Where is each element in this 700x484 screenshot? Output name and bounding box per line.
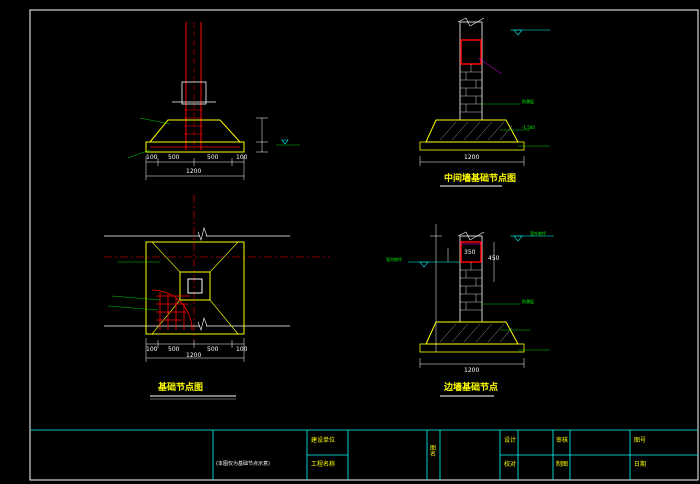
title-block-number-label: 图号 <box>634 437 647 444</box>
title-block-unit-label: 建设单位 <box>311 437 336 444</box>
title-block-draw-label: 制图 <box>556 461 569 468</box>
edge-wall-title: 边墙基础节点 <box>444 383 499 393</box>
section-dim-left-offset: 100 <box>146 154 158 161</box>
title-block-design-label: 设计 <box>504 437 517 444</box>
footing-plan-view <box>104 195 330 400</box>
title-block-drawing-name: (本图仅为基础节点示意) <box>216 461 270 467</box>
middle-wall-dim-total: 1200 <box>464 154 480 161</box>
middle-wall-level-label: -1.500 <box>522 125 535 130</box>
edge-wall-view <box>408 224 554 397</box>
footing-plan-title: 基础节点图 <box>158 383 204 393</box>
plan-dim-left-half: 500 <box>168 346 180 353</box>
section-dim-total: 1200 <box>186 168 202 175</box>
section-dim-right-half: 500 <box>207 154 219 161</box>
edge-wall-dim-total: 1200 <box>464 367 480 374</box>
edge-wall-dim-height: 450 <box>488 255 500 262</box>
middle-wall-dpc-label: 防潮层 <box>522 99 534 104</box>
title-block-figure-label: 图名 <box>430 445 437 458</box>
middle-wall-view <box>419 17 550 187</box>
section-dim-right-offset: 100 <box>236 154 248 161</box>
title-block-project-label: 工程名称 <box>311 461 336 468</box>
outer-frame <box>29 9 699 481</box>
middle-wall-title: 中间墙基础节点图 <box>444 174 517 184</box>
edge-wall-dpc-label: 防潮层 <box>522 299 534 304</box>
footing-section-view <box>127 22 300 180</box>
title-block <box>30 429 698 480</box>
plan-dim-right-half: 500 <box>207 346 219 353</box>
edge-wall-indoor-label: 室内地坪 <box>386 257 402 262</box>
title-block-date-label: 日期 <box>634 461 647 468</box>
title-block-check-label: 校对 <box>504 461 517 468</box>
title-block-review-label: 审核 <box>556 437 569 444</box>
plan-dim-left-offset: 100 <box>146 346 158 353</box>
edge-wall-outdoor-label: 室外地坪 <box>530 231 546 236</box>
edge-wall-dim-width: 350 <box>464 249 476 256</box>
plan-dim-total: 1200 <box>186 352 202 359</box>
plan-dim-right-offset: 100 <box>236 346 248 353</box>
section-dim-left-half: 500 <box>168 154 180 161</box>
